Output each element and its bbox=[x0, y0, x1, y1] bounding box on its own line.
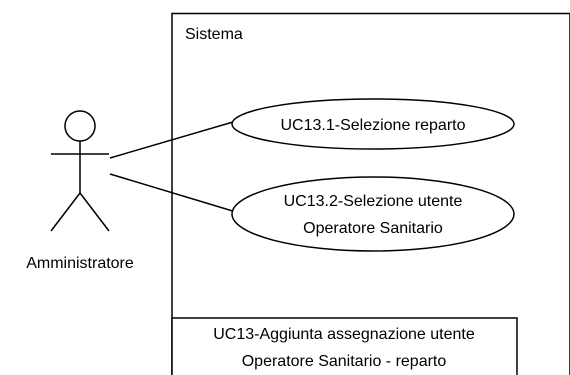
use-case-label-line-2: Operatore Sanitario bbox=[303, 220, 443, 237]
use-case-uc13-2: UC13.2-Selezione utente Operatore Sanita… bbox=[231, 176, 515, 252]
caption-box bbox=[171, 317, 518, 375]
association-uc13-1 bbox=[109, 121, 234, 159]
association-uc13-2 bbox=[109, 173, 237, 213]
use-case-label: UC13.1-Selezione reparto bbox=[281, 117, 466, 134]
system-label: Sistema bbox=[185, 26, 243, 43]
actor-right-leg bbox=[79, 192, 110, 232]
actor-figure bbox=[50, 110, 110, 232]
caption-line-1: UC13-Aggiunta assegnazione utente bbox=[213, 326, 475, 343]
use-case-ellipse bbox=[231, 176, 515, 252]
use-case-uc13-1: UC13.1-Selezione reparto bbox=[231, 98, 515, 150]
use-case-label-line-1: UC13.2-Selezione utente bbox=[284, 193, 463, 210]
caption-line-2: Operatore Sanitario - reparto bbox=[242, 353, 447, 370]
diagram-caption: UC13-Aggiunta assegnazione utente Operat… bbox=[171, 317, 518, 375]
actor-left-leg bbox=[50, 192, 81, 232]
actor-name: Amministratore bbox=[26, 255, 134, 272]
actor-head bbox=[64, 110, 96, 142]
use-case-ellipse bbox=[231, 98, 515, 150]
